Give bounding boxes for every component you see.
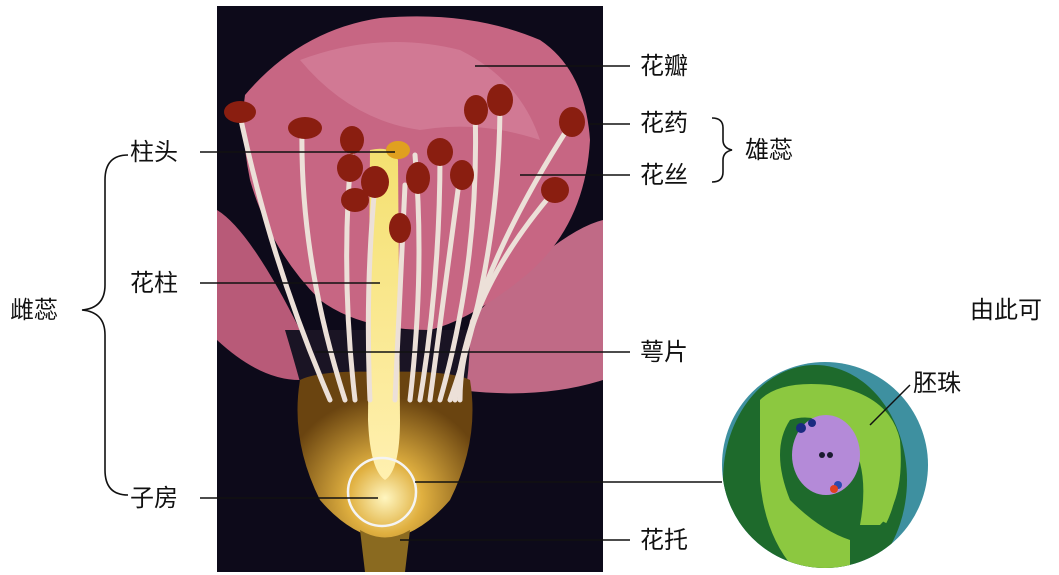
label-anther: 花药 [640, 111, 688, 135]
label-sepal: 萼片 [640, 340, 688, 364]
label-stigma: 柱头 [130, 140, 178, 164]
pistil-brace [82, 155, 128, 495]
stamen-brace [712, 118, 732, 182]
ovule-magnified [722, 362, 928, 575]
label-ovule: 胚珠 [913, 371, 961, 395]
label-filament: 花丝 [640, 163, 688, 187]
side-text: 由此可 [970, 298, 1042, 322]
label-petal: 花瓣 [640, 54, 688, 78]
stigma [386, 141, 410, 159]
label-style: 花柱 [130, 271, 178, 295]
flower-photo [217, 6, 603, 572]
label-receptacle: 花托 [640, 528, 688, 552]
label-ovary: 子房 [130, 486, 178, 510]
label-pistil: 雌蕊 [10, 298, 58, 322]
label-stamen: 雄蕊 [745, 138, 793, 162]
